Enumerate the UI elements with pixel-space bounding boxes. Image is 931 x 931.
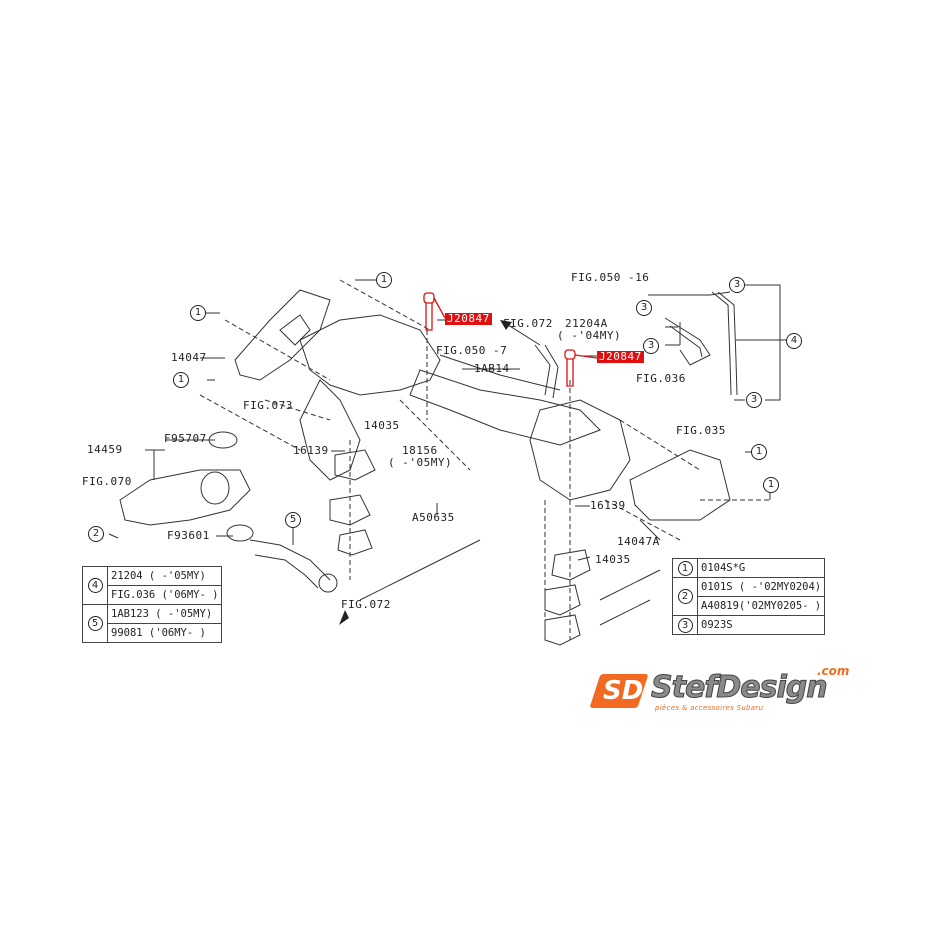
number-circle: 5 <box>87 616 103 631</box>
number-circle: 2 <box>677 589 693 604</box>
legend-row: FIG.036 ('06MY- ) <box>83 585 223 605</box>
callout-3-c: 3 <box>643 338 659 354</box>
legend-num-cell: 5 <box>82 604 108 643</box>
legend-cell: 1AB123 ( -'05MY) <box>106 604 223 624</box>
legend-num-cell: 2 <box>672 577 698 616</box>
logo-mark-text: SD <box>603 676 644 706</box>
legend-cell: FIG.036 ('06MY- ) <box>106 585 223 605</box>
callout-3-b: 3 <box>636 300 652 316</box>
legend-cell: 0101S ( -'02MY0204) <box>696 577 826 597</box>
legend-row: 3 0923S <box>672 615 826 635</box>
legend-row: 1 0104S*G <box>672 558 826 578</box>
legend-num-cell: 4 <box>82 566 108 605</box>
highlight-tag-j20847-left[interactable]: J20847 <box>445 312 492 325</box>
label-fig072-top: FIG.072 <box>503 317 553 330</box>
callout-1-left: 1 <box>190 305 206 321</box>
logo-wordmark: StefDesign <box>651 670 829 705</box>
label-fig050-7: FIG.050 -7 <box>436 344 508 357</box>
legend-row: 2 0101S ( -'02MY0204) <box>672 577 826 616</box>
callout-1-right-b: 1 <box>763 477 779 493</box>
legend-cell: A40819('02MY0205- ) <box>696 596 826 616</box>
label-fig050-16: FIG.050 -16 <box>571 271 650 284</box>
legend-cell: 99081 ('06MY- ) <box>106 623 223 643</box>
label-fig073: FIG.073 <box>243 399 293 412</box>
number-circle: 1 <box>677 560 693 576</box>
label-14459: 14459 <box>87 443 123 456</box>
label-16139-left: 16139 <box>293 444 329 457</box>
highlight-tag-j20847-right[interactable]: J20847 <box>597 350 644 363</box>
legend-num-cell: 1 <box>672 558 698 578</box>
callout-2: 2 <box>88 526 104 542</box>
logo-tld: .com <box>817 664 850 678</box>
legend-table-left: 4 21204 ( -'05MY) FIG.036 ('06MY- ) 5 1A… <box>82 566 223 643</box>
label-a50635: A50635 <box>412 511 455 524</box>
number-circle: 3 <box>677 617 693 633</box>
label-14047a: 14047A <box>617 535 660 548</box>
callout-5: 5 <box>285 512 301 528</box>
callout-3-d: 3 <box>746 392 762 408</box>
callout-1-right-a: 1 <box>751 444 767 460</box>
label-14047: 14047 <box>171 351 207 364</box>
callout-1-left-low: 1 <box>173 372 189 388</box>
legend-row: 4 21204 ( -'05MY) <box>82 566 223 605</box>
label-16139-right: 16139 <box>590 499 626 512</box>
stefdesign-logo[interactable]: SD StefDesign .com pièces & accessoires … <box>589 664 857 716</box>
legend-row: 99081 ('06MY- ) <box>83 623 223 643</box>
label-14035-top: 14035 <box>364 419 400 432</box>
label-21204a: 21204A <box>565 317 608 330</box>
label-f95707: F95707 <box>164 432 207 445</box>
legend-cell: 0104S*G <box>696 558 826 578</box>
label-21204a-note: ( -'04MY) <box>557 329 622 342</box>
label-fig036: FIG.036 <box>636 372 686 385</box>
label-18156-note: ( -'05MY) <box>388 456 453 469</box>
label-14035-bottom: 14035 <box>595 553 631 566</box>
legend-row: A40819('02MY0205- ) <box>673 596 826 616</box>
legend-row: 5 1AB123 ( -'05MY) <box>82 604 223 643</box>
callout-4: 4 <box>786 333 802 349</box>
callout-1-top: 1 <box>376 272 392 288</box>
label-18156: 18156 <box>402 444 438 457</box>
legend-cell: 0923S <box>696 615 826 635</box>
label-fig072-bottom: FIG.072 <box>341 598 391 611</box>
callout-3-a: 3 <box>729 277 745 293</box>
label-f93601: F93601 <box>167 529 210 542</box>
label-1ab14: 1AB14 <box>474 362 510 375</box>
legend-num-cell: 3 <box>672 615 698 635</box>
label-fig070: FIG.070 <box>82 475 132 488</box>
number-circle: 4 <box>87 578 103 593</box>
logo-tagline: pièces & accessoires Subaru <box>655 704 764 712</box>
legend-table-right: 1 0104S*G 2 0101S ( -'02MY0204) A40819('… <box>672 558 826 635</box>
legend-cell: 21204 ( -'05MY) <box>106 566 223 586</box>
label-fig035: FIG.035 <box>676 424 726 437</box>
